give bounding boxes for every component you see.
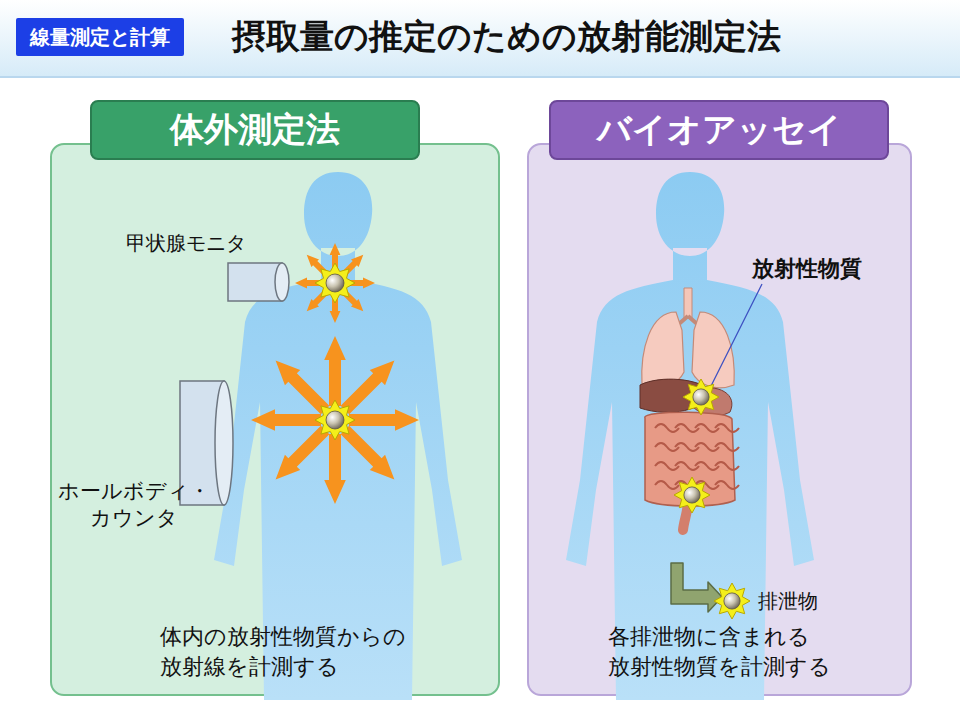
callout-label: 排泄物	[758, 588, 818, 614]
page-title: 摂取量の推定のための放射能測定法	[232, 14, 781, 60]
radiation-arrow	[349, 409, 419, 431]
device-label: ホールボディ・ カウンタ	[50, 478, 218, 533]
intestine-coil	[715, 424, 739, 432]
starburst	[714, 583, 750, 619]
method-panel: 体内の放射性物質からの 放射線を計測する体外測定法甲状腺モニタホールボディ・ カ…	[50, 143, 500, 696]
method-panel: 各排泄物に含まれる 放射性物質を計測するバイオアッセイ放射性物質排泄物	[527, 143, 912, 696]
panel-heading: 体外測定法	[90, 100, 420, 160]
intestine-coil	[715, 481, 739, 489]
radioactive-source	[315, 263, 355, 440]
radiation-arrow	[324, 434, 346, 504]
heading-text: 線量測定と計算	[30, 24, 170, 51]
intestine-coil	[715, 443, 739, 451]
starburst	[315, 400, 355, 440]
starburst	[683, 379, 719, 415]
heading-text: 体外測定法	[170, 107, 340, 153]
device-label: 甲状腺モニタ	[126, 230, 246, 256]
source-ball	[724, 593, 740, 609]
organs	[640, 288, 739, 530]
source-ball	[326, 411, 344, 429]
source-ball	[326, 274, 344, 292]
source-ball	[684, 487, 700, 503]
starburst	[315, 263, 355, 303]
radioactive-source	[674, 379, 750, 619]
radiation-arrows	[251, 243, 419, 504]
radiation-arrow	[251, 409, 321, 431]
source-ball	[693, 389, 709, 405]
starburst	[674, 477, 710, 513]
panel-heading: バイオアッセイ	[549, 100, 889, 160]
intestine-coil	[715, 462, 739, 470]
radiation-arrow	[324, 336, 346, 406]
callout-label: 放射性物質	[752, 255, 862, 284]
human-silhouette	[214, 172, 462, 700]
excretion-arrow	[671, 563, 722, 612]
human-silhouette	[566, 172, 814, 700]
category-tag: 線量測定と計算	[16, 18, 184, 56]
body-text: 各排泄物に含まれる 放射性物質を計測する	[608, 622, 834, 681]
body-text: 体内の放射性物質からの 放射線を計測する	[160, 622, 416, 681]
thyroid-monitor	[228, 263, 289, 301]
heading-text: バイオアッセイ	[597, 107, 842, 153]
leader-line	[710, 284, 762, 388]
